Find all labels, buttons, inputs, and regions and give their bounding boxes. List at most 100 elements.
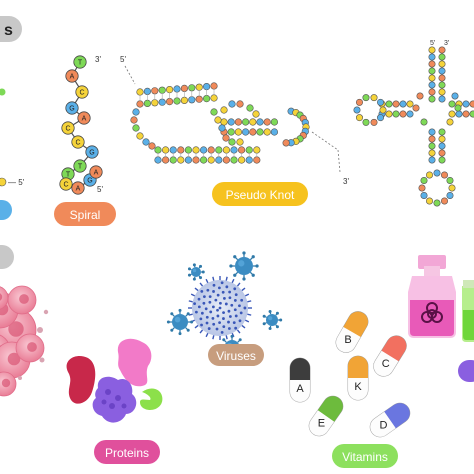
pk-nucleotide (169, 156, 177, 164)
clover-nucleotide (438, 95, 446, 103)
virus-spike-tip (230, 334, 234, 338)
clover-nucleotide (438, 81, 446, 89)
clover-nucleotide (425, 171, 433, 179)
virus-spike-tip (233, 255, 237, 259)
virus-capsid-dot (199, 317, 203, 321)
virus-spike-tip (238, 338, 242, 342)
spiral-nucleotide-letter: T (78, 60, 83, 67)
virus-capsid-dot (197, 305, 201, 309)
virus-spike-tip (242, 251, 246, 255)
clover-nucleotide (392, 110, 400, 118)
cell-nucleus (19, 294, 29, 304)
pk-nucleotide (270, 128, 279, 136)
cell-nucleus (27, 342, 37, 352)
clover-nucleotide (370, 94, 378, 102)
virus-capsid-dot (222, 311, 225, 315)
virus-capsid-dot (204, 307, 208, 311)
clover-nucleotide (438, 53, 446, 61)
spiral-nucleotide-letter: T (66, 172, 71, 179)
virus-spike-tip (186, 312, 190, 316)
pk-nucleotide (238, 156, 246, 164)
pk-backbone-dashed (124, 65, 136, 85)
clover-nucleotide (433, 169, 441, 177)
spiral-label-text: Spiral (70, 208, 101, 222)
capsule-colored-half (343, 311, 368, 337)
vitamin-capsule: A (289, 357, 311, 403)
pk-nucleotide (162, 146, 170, 154)
virus-capsid-dot (230, 303, 234, 307)
virus-spike (236, 329, 241, 334)
virus-highlight (192, 268, 197, 273)
clover-five-prime-label: 5' (430, 40, 435, 47)
pk-nucleotide (158, 86, 166, 94)
spiral-nucleotide (71, 181, 85, 195)
pk-nucleotide (230, 156, 238, 164)
virus-spike (244, 293, 250, 297)
pk-nucleotide (162, 156, 170, 164)
spiral-three-prime-label: 3' (95, 55, 101, 64)
virus-medium (229, 251, 259, 281)
pk-nucleotide (180, 96, 188, 104)
pk-nucleotide (253, 156, 261, 164)
capsule-white-half (336, 327, 361, 353)
cell-debris (43, 309, 49, 315)
spiral-nucleotide-letter: C (75, 140, 80, 147)
virus-spike-tip (233, 273, 237, 277)
clover-nucleotide (462, 110, 470, 118)
virus-capsid-dot (225, 285, 229, 289)
virus-capsid-dot (205, 315, 209, 319)
clover-nucleotide (399, 100, 407, 108)
clover-nucleotide (438, 60, 446, 68)
clover-nucleotide (362, 118, 370, 126)
virus-spike-tip (262, 322, 266, 326)
pk-nucleotide (203, 94, 211, 103)
clover-nucleotide (428, 135, 436, 143)
virus-capsid-dot (200, 311, 204, 315)
clover-nucleotide (355, 98, 363, 106)
pk-nucleotide (166, 85, 174, 94)
pk-nucleotide (180, 84, 188, 92)
virus-spike-tip (178, 308, 182, 312)
pk-nucleotide (228, 138, 236, 146)
pk-nucleotide (214, 116, 222, 124)
capsule-letter: A (296, 383, 304, 395)
spiral-nucleotide (65, 101, 79, 115)
pk-nucleotide (210, 108, 218, 116)
clover-nucleotide (438, 88, 446, 96)
virus-capsid-dot (212, 290, 215, 293)
bottle-pink (408, 255, 456, 338)
viruses-label-text: Viruses (216, 349, 256, 363)
spiral-nucleotide-letter: C (79, 90, 84, 97)
clover-nucleotide (446, 192, 454, 200)
clover-nucleotide (377, 98, 385, 106)
virus-capsid-dot (222, 325, 226, 329)
capsule-colored-half (290, 358, 310, 380)
cloverleaf-structure (353, 46, 474, 207)
pk-nucleotide (132, 124, 140, 132)
capsule-white-half (370, 411, 396, 437)
pk-nucleotide (184, 156, 192, 164)
virus-capsid-dot (228, 315, 232, 318)
clover-nucleotide (377, 114, 385, 122)
clover-nucleotide (428, 95, 436, 103)
virus-spike (205, 332, 209, 338)
pk-three-prime-label: 3' (343, 177, 349, 186)
virus-capsid-dot (212, 322, 216, 326)
pk-five-prime-label: 5' (120, 55, 126, 64)
virus-spike-tip (268, 326, 272, 330)
virus-capsid-dot (211, 305, 215, 309)
pk-nucleotide (136, 132, 144, 140)
pk-nucleotide (173, 97, 181, 105)
pk-nucleotide (220, 118, 228, 126)
spiral-nucleotide-letter: A (76, 186, 81, 193)
virus-spike (205, 278, 209, 284)
cell-nucleus (0, 293, 3, 301)
virus-capsid-dot (233, 287, 237, 291)
virus-capsid-dot (193, 302, 196, 306)
virus-spike (241, 324, 246, 329)
capsule-white-half (373, 350, 399, 377)
pk-nucleotide (242, 128, 250, 136)
virus-spike (244, 319, 250, 323)
vitamins-label-text: Vitamins (342, 450, 388, 464)
